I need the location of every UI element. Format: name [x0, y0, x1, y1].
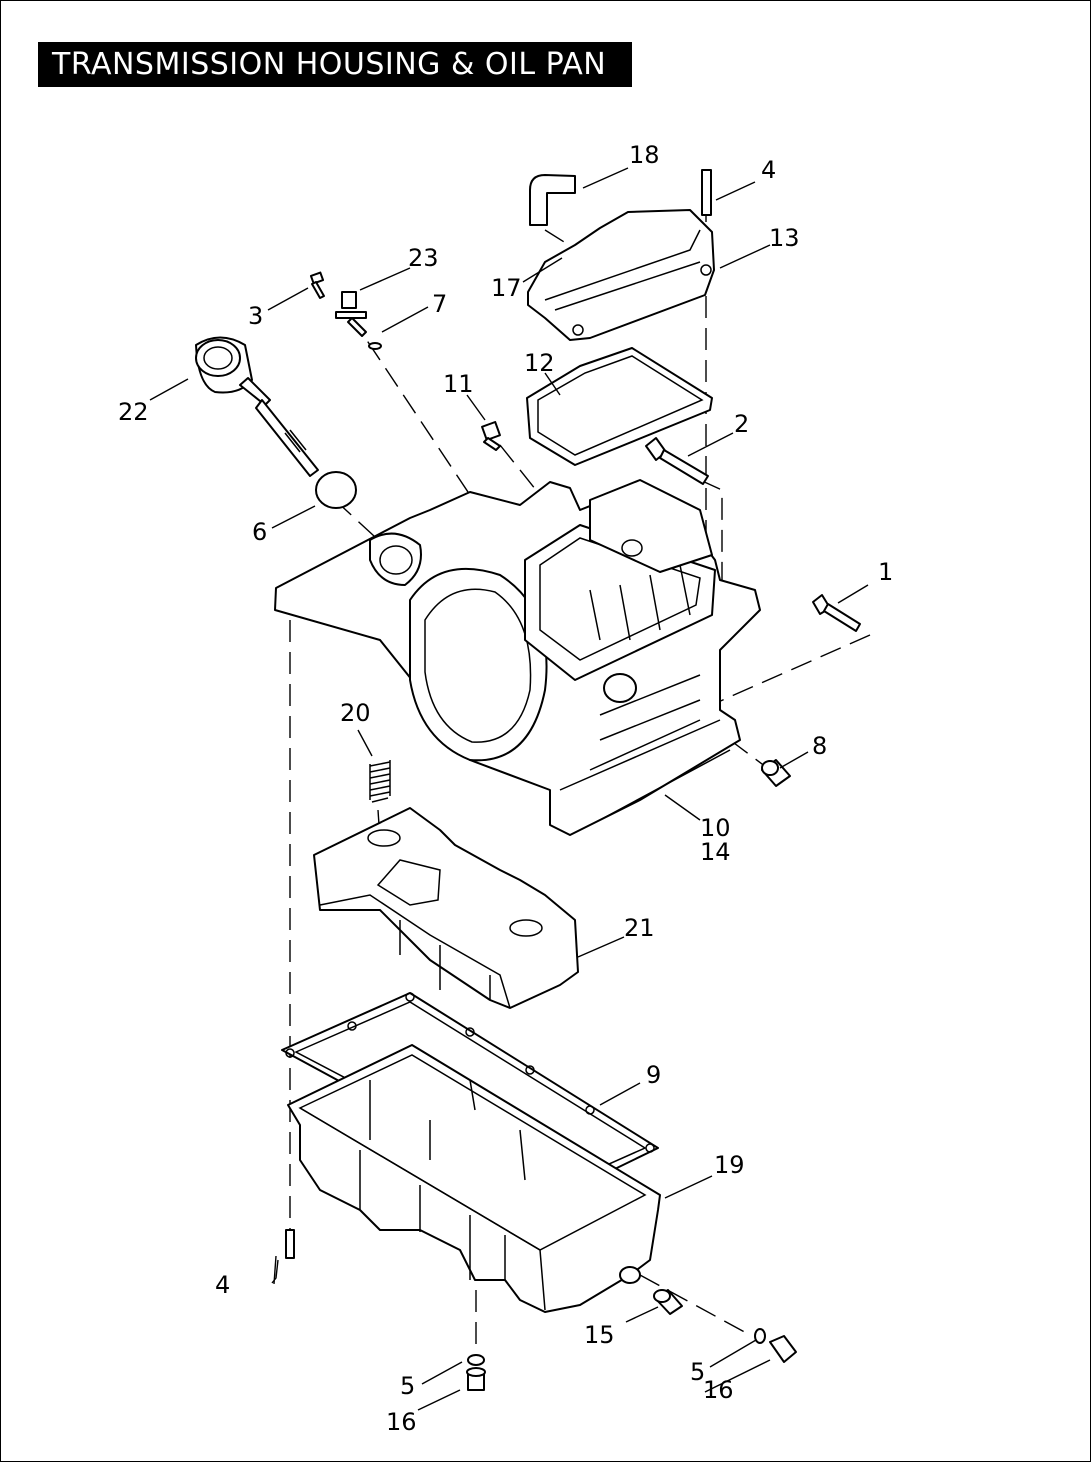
callout-22: 22 — [118, 398, 149, 426]
callout-3: 3 — [248, 302, 263, 330]
housing-plug-part — [761, 759, 791, 787]
callout-9: 9 — [646, 1061, 661, 1089]
drain-plug-bottom-part — [466, 1354, 486, 1391]
transmission-housing-part — [274, 479, 761, 836]
callout-23: 23 — [408, 244, 439, 272]
short-bolt-part — [812, 594, 861, 632]
oil-pan-part — [287, 1044, 661, 1313]
callout-17: 17 — [491, 274, 522, 302]
callout-7: 7 — [432, 290, 447, 318]
spring-part — [369, 760, 391, 803]
callout-20: 20 — [340, 699, 371, 727]
long-bolt-part — [645, 437, 709, 485]
callout-15: 15 — [584, 1321, 615, 1349]
callout-21: 21 — [624, 914, 655, 942]
pan-screw-part — [285, 1229, 295, 1259]
callout-18: 18 — [629, 141, 660, 169]
callout-leader-lines — [149, 167, 869, 1411]
vent-hose-part — [529, 174, 576, 226]
oil-baffle-part — [313, 807, 579, 1009]
drain-fitting-part — [653, 1289, 683, 1315]
o-ring-part — [315, 471, 357, 509]
callout-1: 1 — [878, 558, 893, 586]
page-title: TRANSMISSION HOUSING & OIL PAN — [38, 42, 632, 87]
callout-16-right: 16 — [703, 1376, 734, 1404]
small-ring-part — [368, 342, 382, 350]
callout-10: 10 — [700, 814, 731, 842]
callout-13: 13 — [769, 224, 800, 252]
drain-plug-right-part — [754, 1328, 797, 1363]
callout-4-bottom: 4 — [215, 1271, 230, 1299]
callout-4-top: 4 — [761, 156, 776, 184]
callout-8: 8 — [812, 732, 827, 760]
callout-12: 12 — [524, 349, 555, 377]
callout-11: 11 — [443, 370, 474, 398]
callout-16-left: 16 — [386, 1408, 417, 1436]
callout-labels: 1 2 3 4 4 5 5 6 7 8 9 10 11 12 13 14 15 … — [118, 141, 893, 1436]
callout-6: 6 — [252, 518, 267, 546]
callout-2: 2 — [734, 410, 749, 438]
screw-part — [309, 271, 325, 299]
callout-14: 14 — [700, 838, 731, 866]
cover-screw-part — [701, 169, 712, 216]
callout-19: 19 — [714, 1151, 745, 1179]
top-cover-part — [527, 209, 715, 341]
sensor-part — [335, 291, 367, 337]
callout-5-left: 5 — [400, 1372, 415, 1400]
callout-5-right: 5 — [690, 1358, 705, 1386]
cover-gasket-part — [526, 347, 713, 466]
dipstick-part — [195, 336, 319, 477]
switch-part — [481, 421, 501, 451]
